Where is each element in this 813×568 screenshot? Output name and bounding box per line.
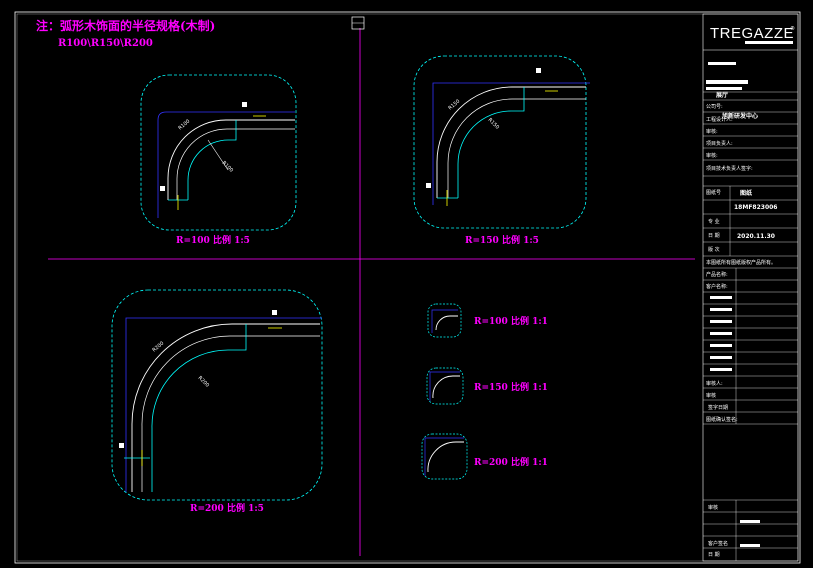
drawing-inner-border — [16, 13, 799, 562]
tag — [426, 183, 431, 188]
leader — [207, 139, 229, 171]
date-label: 日 期 — [708, 233, 720, 239]
wall-line — [431, 309, 458, 333]
dim-label: R100 — [221, 160, 234, 173]
client-label: 客户名称: — [706, 283, 728, 290]
hall-label: 展厅 — [716, 91, 728, 99]
dim-label: R200 — [197, 375, 210, 388]
wall-line — [424, 437, 464, 476]
logo-text: TREGAZZE — [710, 25, 794, 42]
arc — [435, 315, 458, 331]
arc — [427, 441, 464, 473]
date-value: 2020.11.30 — [737, 233, 775, 240]
wall-line — [125, 317, 322, 492]
project-lead-label: 项目负责人: — [706, 140, 733, 147]
arc-mid — [447, 98, 586, 198]
redacted-bars — [710, 296, 760, 547]
dim-label: R150 — [487, 117, 500, 130]
company-label: 公司号: — [706, 104, 723, 110]
cloud-outline — [140, 74, 297, 231]
title-block-frame — [702, 13, 799, 562]
designer-label: 工程设计人: — [706, 116, 733, 123]
block-bar — [706, 87, 742, 90]
tag — [160, 186, 165, 191]
caption-r150-small: R=150 比例 1:1 — [474, 381, 548, 393]
caption-r150-large: R=150 比例 1:5 — [465, 234, 539, 246]
caption-r200-small: R=200 比例 1:1 — [474, 456, 548, 468]
logo-subline — [745, 41, 793, 44]
title-block: TREGAZZE ® — [702, 13, 799, 562]
bottom-label-1: 审核 — [708, 504, 718, 511]
tag — [242, 102, 247, 107]
arc-outer — [167, 119, 295, 200]
drawing-no-label: 图纸号 — [706, 189, 721, 196]
sign-label: 签字日期 — [708, 404, 728, 411]
company-value: 旭新研发中心 — [721, 112, 758, 120]
tag — [272, 310, 277, 315]
arc-inner — [457, 87, 525, 198]
cloud-outline — [427, 303, 462, 338]
detail-r150-small: R=150 比例 1:1 — [426, 367, 548, 405]
bottom-label-2: 客户签名 — [708, 540, 728, 547]
arc-inner — [151, 324, 247, 492]
drawing-no-value: 图纸 — [740, 189, 752, 197]
arc-mid — [176, 128, 295, 200]
tag — [119, 443, 124, 448]
dim-label: R100 — [177, 119, 191, 132]
bottom-label-3: 日 期 — [708, 552, 720, 558]
caption-r100-small: R=100 比例 1:1 — [474, 315, 548, 327]
wall-line — [432, 82, 590, 205]
proof-label: 审核: — [706, 152, 718, 159]
approver-label: 审核人: — [706, 380, 723, 387]
wall-line — [157, 111, 295, 218]
detail-r200-large: R200 R200 R=200 比例 1:5 — [111, 289, 323, 514]
logo-mark: ® — [790, 25, 795, 32]
caption-r100-large: R=100 比例 1:5 — [176, 234, 250, 246]
block-bar — [708, 62, 736, 65]
detail-r100-large: R100 R100 R=100 比例 1:5 — [140, 74, 297, 246]
review-label: 审核: — [706, 128, 718, 135]
remark-text: 本图纸所有图纸版权产品所有。 — [706, 259, 776, 266]
drawing-border — [14, 11, 801, 564]
block-bar — [706, 80, 748, 84]
arc-inner — [187, 120, 237, 200]
title-rows — [703, 91, 798, 561]
version-label: 版 次 — [708, 246, 720, 253]
confirm-label: 图纸确认签名: — [706, 416, 738, 423]
cloud-outline — [413, 55, 587, 229]
note-line-1: 注：弧形木饰面的半径规格(木制) — [36, 18, 215, 33]
tag — [536, 68, 541, 73]
product-label: 产品名称: — [706, 271, 728, 278]
note-line-2: R100\R150\R200 — [58, 38, 153, 49]
detail-r150-large: R150 R150 R=150 比例 1:5 — [413, 55, 590, 246]
cloud-outline — [111, 289, 323, 501]
scale-label: 专 业 — [708, 218, 720, 225]
cloud-outline — [421, 433, 468, 480]
code-value: 18MF823006 — [734, 204, 777, 211]
arc-outer — [131, 323, 320, 492]
caption-r200-large: R=200 比例 1:5 — [190, 502, 264, 514]
detail-r200-small: R=200 比例 1:1 — [421, 433, 548, 480]
arc-outer — [436, 86, 586, 198]
arc — [432, 375, 460, 399]
detail-r100-small: R=100 比例 1:1 — [427, 303, 548, 338]
wall-line — [429, 371, 460, 401]
arc-mid — [141, 335, 320, 492]
checker-label: 项目技术负责人签字: — [706, 165, 753, 172]
audit-label: 审核 — [706, 392, 716, 399]
dim-label: R150 — [447, 99, 461, 112]
cloud-outline — [426, 367, 464, 405]
